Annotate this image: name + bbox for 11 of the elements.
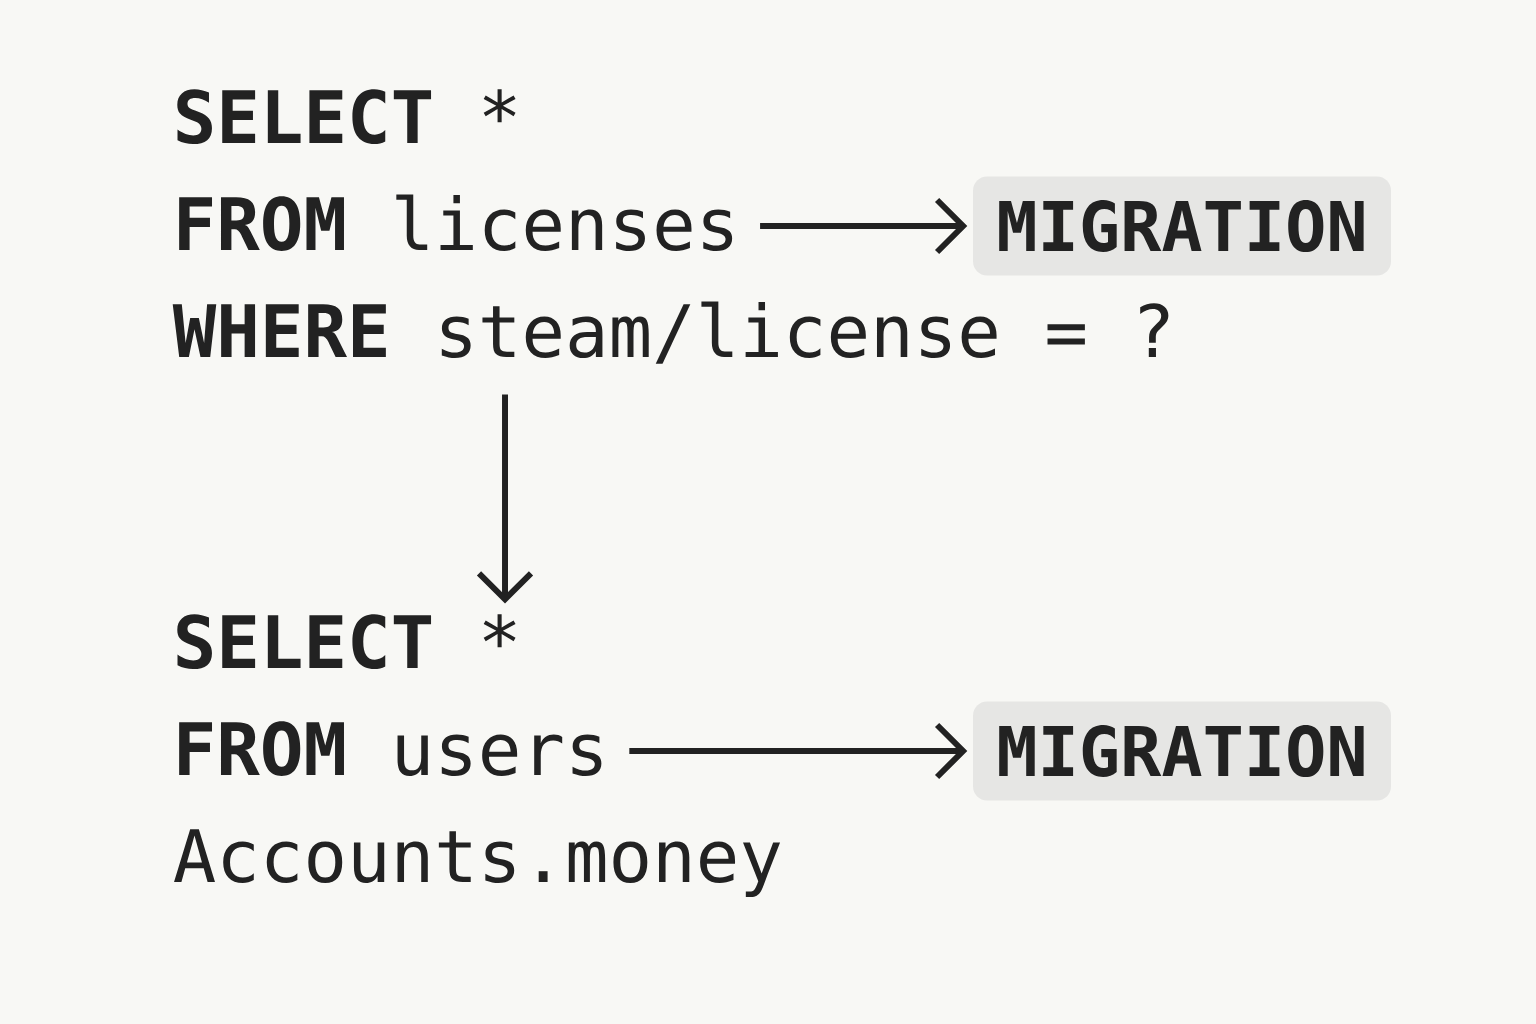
- code-line: SELECT*: [177, 89, 516, 145]
- tag-box: MIGRATION: [973, 176, 1391, 276]
- code-line: FROM users: [179, 721, 602, 777]
- arrow: [629, 722, 968, 780]
- arrow: [760, 197, 968, 255]
- code-line: Accounts.money: [174, 829, 781, 898]
- arrow: [476, 394, 534, 604]
- code-line: WHERE steam/license = ?: [172, 301, 1169, 364]
- tag-box: MIGRATION: [973, 701, 1391, 801]
- code-line: FROM licenses: [179, 194, 733, 252]
- code-line: SELECT*: [177, 614, 516, 670]
